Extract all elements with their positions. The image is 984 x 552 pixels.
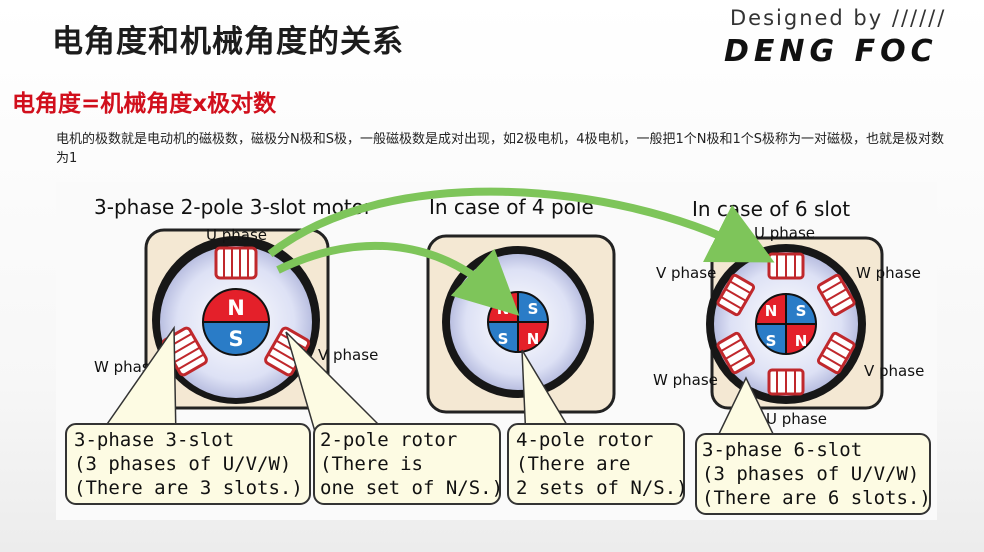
rotor-left-north [201, 288, 271, 323]
rotor-mid-s2 [486, 321, 519, 354]
page-title: 电角度和机械角度的关系 [52, 24, 404, 60]
v-phase-label-right-top: V phase [656, 264, 716, 282]
rotor-right-n1-label: N [765, 302, 778, 320]
callout-1-line-1: 3-phase 3-slot [74, 429, 234, 451]
u-phase-label-right-top: U phase [754, 224, 815, 242]
w-phase-label-right-bottom: W phase [653, 371, 718, 389]
u-phase-label-left: U phase [206, 226, 267, 244]
brand-logo: DENG FOC [724, 34, 938, 69]
callout-2-line-2: (There is [320, 453, 423, 475]
callout-2-line-1: 2-pole rotor [320, 429, 457, 451]
callout-2pole-rotor [313, 423, 501, 505]
callout-1-line-3: (There are 3 slots.) [74, 477, 303, 499]
callout-1-line-2: (3 phases of U/V/W) [74, 453, 291, 475]
callout-3phase-3slot [65, 423, 311, 505]
callout-4-line-2: (3 phases of U/V/W) [702, 463, 919, 485]
rotor-mid-s1 [517, 290, 550, 323]
callout-2-line-3: one set of N/S.) [320, 477, 503, 499]
rotor-mid-s1-label: S [528, 300, 539, 318]
callout-4-line-3: (There are 6 slots.) [702, 487, 931, 509]
motor-6slot: N S S N U phase V phase W phase W phase … [653, 224, 924, 428]
rotor-right-s2-label: S [766, 332, 777, 350]
arrow-to-6slot [267, 187, 775, 263]
rotor-right-n2 [785, 323, 818, 356]
heading-2pole-motor: 3-phase 2-pole 3-slot motor [94, 195, 373, 219]
arrow-to-4pole [276, 241, 520, 316]
rotor-left-n-label: N [227, 296, 245, 320]
rotor-right-s1-label: S [796, 302, 807, 320]
rotor-left-s-label: S [228, 327, 243, 351]
rotor-right-s2 [754, 323, 787, 356]
motor-diagram-svg: 3-phase 2-pole 3-slot motor In case of 4… [65, 187, 931, 515]
rotor-right-s1 [785, 292, 818, 325]
callout-3-line-3: 2 sets of N/S.) [516, 477, 688, 499]
heading-6slot: In case of 6 slot [692, 197, 850, 221]
motor-diagram: 3-phase 2-pole 3-slot motor In case of 4… [56, 182, 937, 520]
callout-3-line-1: 4-pole rotor [516, 429, 653, 451]
description-text: 电机的极数就是电动机的磁极数，磁极分N极和S极，一般磁极数是成对出现，如2极电机… [56, 132, 945, 166]
coils-right [716, 252, 856, 396]
rotor-mid-s2-label: S [498, 330, 509, 348]
v-phase-label-right-bottom: V phase [864, 362, 924, 380]
rotor-right-n2-label: N [795, 332, 808, 350]
w-phase-label-right-top: W phase [856, 264, 921, 282]
w-phase-label-left: W phase [94, 358, 159, 376]
rotor-mid-n1-label: N [497, 300, 510, 318]
callout-4-line-1: 3-phase 6-slot [702, 439, 862, 461]
rotor-right-n1 [754, 292, 787, 325]
coil-u-left [214, 246, 258, 280]
callout-3phase-6slot [695, 433, 931, 515]
v-phase-label-left: V phase [318, 346, 378, 364]
rotor-mid-n2-label: N [527, 330, 540, 348]
u-phase-label-right-bottom: U phase [766, 410, 827, 428]
rotor-left-south [201, 321, 271, 356]
designed-by-label: Designed by ////// [730, 6, 947, 30]
rotor-mid-n2 [517, 321, 550, 354]
callout-3-line-2: (There are [516, 453, 630, 475]
callout-4pole-rotor [507, 423, 685, 505]
formula-subtitle: 电角度=机械角度x极对数 [12, 91, 277, 117]
